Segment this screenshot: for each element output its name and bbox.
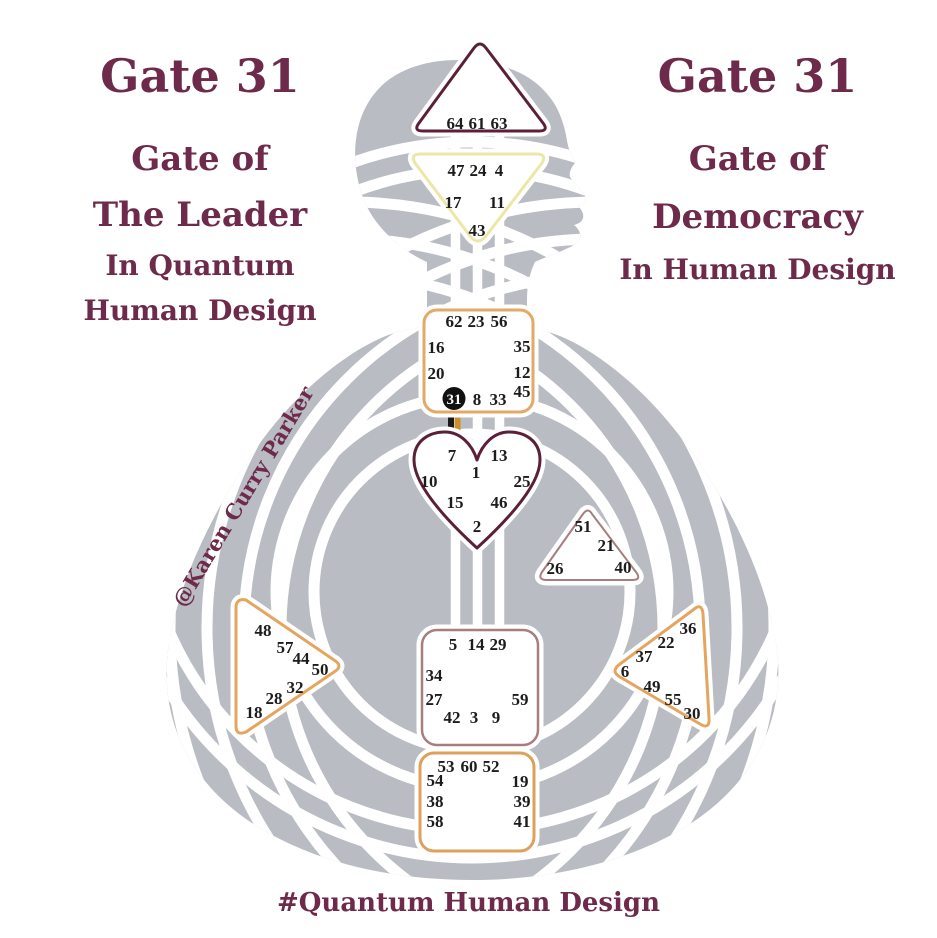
gate-30: 30 — [684, 704, 701, 723]
gate-64: 64 — [447, 114, 465, 133]
gate-52: 52 — [483, 757, 500, 776]
gate-24: 24 — [470, 161, 488, 180]
gate-49: 49 — [644, 677, 661, 696]
gate-21: 21 — [598, 536, 615, 555]
gate-34: 34 — [426, 666, 444, 685]
left-gate-of: Gate of — [131, 139, 269, 179]
sacral-center: 5 14 29 34 27 59 42 3 9 — [416, 624, 544, 751]
gate-47: 47 — [448, 161, 466, 180]
gate-11: 11 — [489, 193, 505, 212]
ajna-center: 47 24 4 17 11 43 — [407, 148, 550, 247]
root-center: 53 60 52 54 19 38 39 58 41 — [414, 747, 540, 857]
spleen-center: 48 57 44 50 32 28 18 — [230, 594, 345, 739]
gate-17: 17 — [445, 193, 463, 212]
gate-59: 59 — [512, 690, 529, 709]
gate-56: 56 — [491, 312, 508, 331]
will-center: 51 21 26 40 — [534, 505, 644, 586]
gate-40: 40 — [615, 558, 632, 577]
g-center-heart: 7 13 1 10 25 15 46 2 — [408, 426, 546, 554]
gate-62: 62 — [446, 312, 463, 331]
gate-35: 35 — [514, 337, 531, 356]
gate-6: 6 — [621, 662, 630, 681]
gate-31-highlight: 31 — [442, 387, 466, 410]
gate-3: 3 — [470, 708, 479, 727]
right-system-line: In Human Design — [619, 253, 896, 286]
throat-center: 62 23 56 16 35 20 12 45 31 8 33 — [418, 304, 539, 418]
right-gate-of: Gate of — [688, 139, 827, 179]
gate-19: 19 — [512, 772, 529, 791]
gate-23: 23 — [468, 312, 485, 331]
gate-28: 28 — [266, 689, 283, 708]
gate-53: 53 — [438, 757, 455, 776]
left-title-block: Gate 31 Gate of The Leader In Quantum Hu… — [60, 40, 340, 331]
gate-41: 41 — [514, 812, 531, 831]
gate-25: 25 — [514, 472, 531, 491]
head-center: 64 61 63 — [411, 38, 551, 137]
gate-32: 32 — [287, 678, 304, 697]
left-system-line1: In Quantum — [105, 249, 295, 282]
gate-1: 1 — [472, 463, 481, 482]
gate-55: 55 — [665, 690, 682, 709]
gate-36: 36 — [680, 619, 697, 638]
gate-31: 31 — [447, 392, 462, 408]
gate-16: 16 — [428, 338, 445, 357]
gate-5: 5 — [449, 635, 458, 654]
gate-60: 60 — [461, 757, 478, 776]
left-system-line2: Human Design — [83, 294, 317, 327]
gate-29: 29 — [490, 635, 507, 654]
gate-39: 39 — [514, 792, 531, 811]
gate-10: 10 — [421, 472, 438, 491]
gate-15: 15 — [447, 493, 464, 512]
left-gate-title: Gate 31 — [100, 49, 300, 103]
gate-26: 26 — [547, 559, 564, 578]
gate-51: 51 — [575, 517, 592, 536]
gate-14: 14 — [468, 635, 486, 654]
right-gate-name: Democracy — [652, 197, 863, 237]
gate-22: 22 — [658, 633, 675, 652]
gate-58: 58 — [427, 812, 444, 831]
gate-13: 13 — [491, 446, 508, 465]
solar-plexus-center: 36 22 37 6 49 55 30 — [609, 601, 715, 732]
gate-9: 9 — [492, 708, 501, 727]
gate-12: 12 — [514, 363, 531, 382]
gate-27: 27 — [426, 690, 444, 709]
gate-46: 46 — [491, 493, 508, 512]
gate-61: 61 — [469, 114, 486, 133]
right-title-block: Gate 31 Gate of Democracy In Human Desig… — [600, 40, 915, 290]
gate-44: 44 — [293, 649, 311, 668]
gate-37: 37 — [636, 647, 654, 666]
gate-8: 8 — [473, 390, 482, 409]
gate-18: 18 — [246, 703, 263, 722]
gate-63: 63 — [491, 114, 508, 133]
gate-54: 54 — [427, 771, 445, 790]
left-gate-name: The Leader — [92, 195, 308, 235]
right-gate-title: Gate 31 — [657, 49, 858, 103]
gate-42: 42 — [444, 708, 461, 727]
channel-31-highlight — [448, 411, 461, 431]
hashtag: #Quantum Human Design — [276, 888, 661, 918]
gate-4: 4 — [495, 161, 504, 180]
gate-2: 2 — [473, 517, 482, 536]
gate-7: 7 — [448, 446, 457, 465]
gate-50: 50 — [312, 660, 329, 679]
gate-48: 48 — [255, 621, 272, 640]
gate-57: 57 — [277, 638, 295, 657]
gate-38: 38 — [427, 792, 444, 811]
gate-45: 45 — [514, 382, 531, 401]
gate-43: 43 — [469, 221, 486, 240]
gate-20: 20 — [428, 364, 445, 383]
gate-33: 33 — [490, 390, 507, 409]
